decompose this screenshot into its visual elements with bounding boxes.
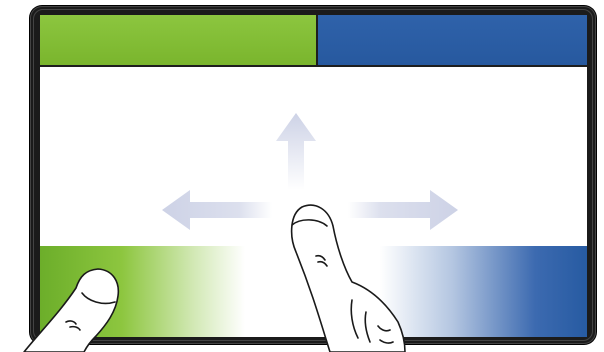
arrow-right-icon <box>348 190 458 230</box>
thumb-icon <box>24 269 118 352</box>
arrow-up-icon <box>276 113 316 190</box>
arrow-left-icon <box>162 190 272 230</box>
finger-icon <box>292 205 405 352</box>
